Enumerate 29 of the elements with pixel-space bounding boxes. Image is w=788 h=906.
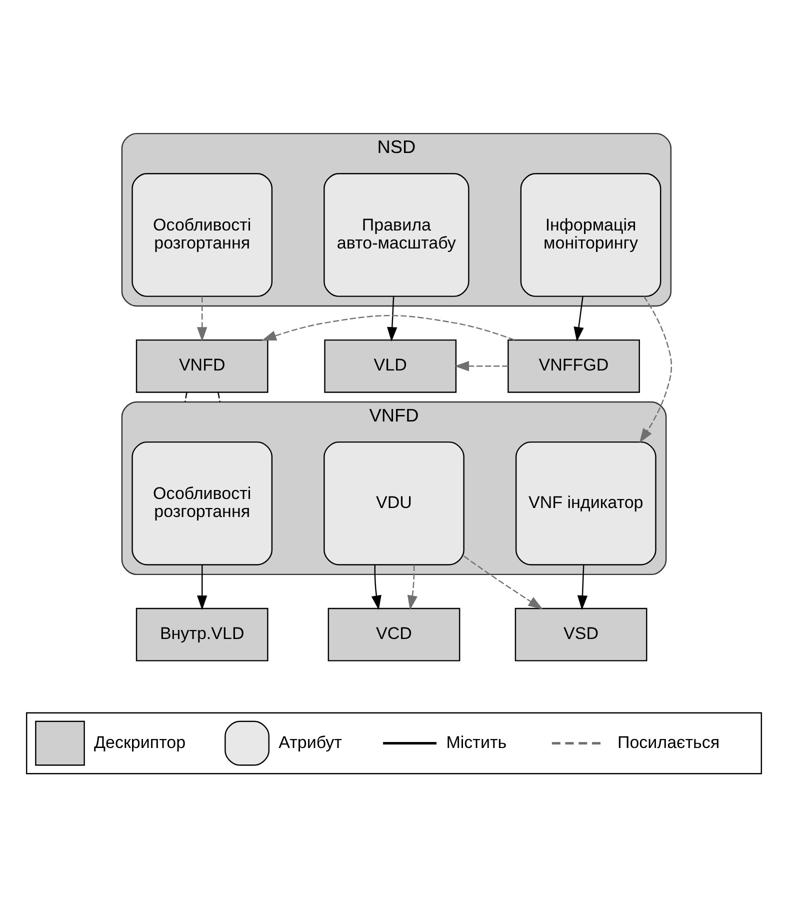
connector bbox=[218, 392, 220, 402]
connector bbox=[184, 392, 188, 402]
node-box: VSD bbox=[514, 608, 648, 662]
node-box: VDU bbox=[324, 441, 464, 566]
node-box: Особливості розгортання bbox=[132, 441, 273, 566]
node-box: VNFFGD bbox=[508, 339, 640, 393]
arrow bbox=[197, 564, 208, 610]
arrow bbox=[407, 564, 418, 610]
arrow bbox=[639, 296, 672, 444]
arrow bbox=[197, 296, 208, 342]
node-box: VNF індикатор bbox=[515, 441, 656, 566]
arrow bbox=[577, 564, 588, 610]
node-box: Особливості розгортання bbox=[132, 173, 273, 297]
arrow bbox=[574, 296, 584, 342]
node-box: Правила авто-масштабу bbox=[324, 173, 470, 297]
legend-label: Містить bbox=[446, 732, 507, 752]
legend-label: Атрибут bbox=[278, 732, 342, 752]
node-box: VCD bbox=[328, 608, 460, 662]
legend-label: Посилається bbox=[617, 732, 720, 752]
node-box: Інформація моніторингу bbox=[520, 173, 662, 297]
arrow bbox=[387, 296, 398, 342]
arrow bbox=[371, 564, 382, 610]
legend-label: Дескриптор bbox=[94, 732, 186, 752]
arrow bbox=[262, 314, 515, 341]
node-box: VNFD bbox=[136, 339, 268, 393]
node-box: VLD bbox=[324, 339, 457, 393]
arrow bbox=[464, 556, 543, 610]
arrow bbox=[454, 361, 508, 372]
node-box: Внутр.VLD bbox=[136, 608, 268, 662]
